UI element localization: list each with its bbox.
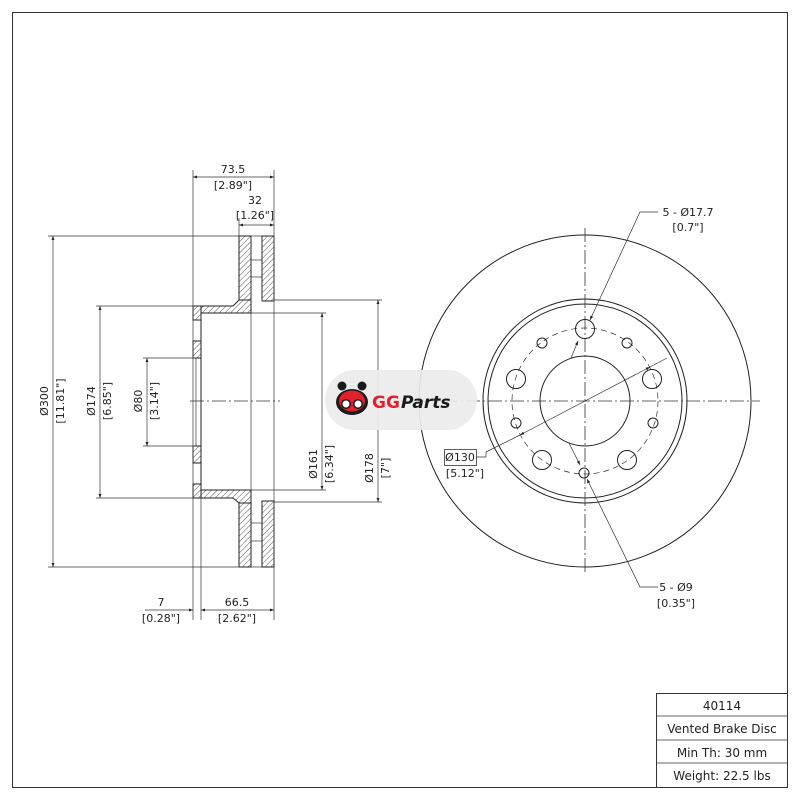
min-thickness: Min Th: 30 mm [677,746,767,760]
bolt-circle-mm: Ø130 [445,451,475,464]
small-holes-label: 5 - Ø9 [659,581,693,594]
large-holes-in: [0.7"] [672,221,703,234]
vent-inner-diameter-in: [7"] [379,458,392,479]
front-view: 5 - Ø17.7 [0.7"] 5 - Ø9 [0.35"] Ø130 [5.… [400,206,760,610]
center-bore-in: [3.14"] [148,382,161,420]
disc-thickness-mm: 32 [248,194,262,207]
overall-width-mm: 73.5 [221,163,246,176]
part-description: Vented Brake Disc [667,722,776,736]
logo-text-gg: GG [372,393,400,413]
part-number: 40114 [703,699,741,713]
overall-width-in: [2.89"] [214,179,252,192]
disc-thickness-in: [1.26"] [236,209,274,222]
inner-hat-diameter-in: [6.34"] [323,445,336,483]
hub-face-thickness-mm: 7 [158,596,165,609]
hub-face-thickness-in: [0.28"] [142,612,180,625]
large-bolt-holes [506,319,662,470]
center-bore-mm: Ø80 [132,390,145,413]
hat-height-in: [2.62"] [218,612,256,625]
outer-diameter-mm: Ø300 [38,386,51,416]
hat-diameter-mm: Ø174 [85,386,98,416]
vent-inner-diameter-mm: Ø178 [363,453,376,483]
logo-text-parts: Parts [401,393,450,413]
title-block: 40114 Vented Brake Disc Min Th: 30 mm We… [656,693,788,788]
drawing-border [12,12,788,788]
weight: Weight: 22.5 lbs [673,769,770,783]
mascot-icon [336,381,368,415]
outer-diameter-in: [11.81"] [54,378,67,423]
hat-height-mm: 66.5 [225,596,250,609]
inner-hat-diameter-mm: Ø161 [307,449,320,479]
bolt-circle-in: [5.12"] [446,467,484,480]
small-holes-in: [0.35"] [657,597,695,610]
ggparts-logo: GG Parts [325,370,477,430]
large-holes-label: 5 - Ø17.7 [662,206,713,219]
side-view-section: 73.5 [2.89"] 32 [1.26"] Ø300 [11.81"] Ø1… [38,163,392,625]
hat-diameter-in: [6.85"] [101,382,114,420]
